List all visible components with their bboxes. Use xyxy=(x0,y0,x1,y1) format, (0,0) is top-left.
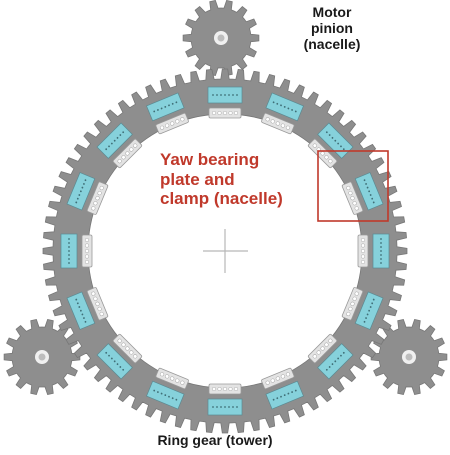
yaw-bearing-label: Yaw bearing plate and clamp (nacelle) xyxy=(160,150,335,209)
motor-pinion-label-line-3: (nacelle) xyxy=(303,36,361,53)
motor-pinion-label-line-2: pinion xyxy=(311,20,353,37)
yaw-bearing-clamp xyxy=(357,233,390,269)
yaw-bearing-label-line-2: plate and xyxy=(160,169,235,189)
yaw-bearing-label-line-1: Yaw bearing xyxy=(160,150,260,169)
pinion-bore xyxy=(405,353,413,361)
highlighted-yaw-bearing-clamp xyxy=(307,122,354,169)
yaw-bearing-clamp xyxy=(341,172,384,215)
yaw-bearing-clamp xyxy=(307,333,354,380)
yaw-bearing-clamp xyxy=(261,367,304,410)
motor-pinion-label: Motor pinion (nacelle) xyxy=(277,4,387,52)
pinion-bore xyxy=(217,34,225,42)
motor-pinion-gear xyxy=(182,0,260,77)
yaw-bearing-clamp xyxy=(96,333,143,380)
motor-pinion-gear xyxy=(370,318,448,396)
yaw-bearing-highlight-box xyxy=(317,150,389,222)
yaw-bearing-clamp xyxy=(96,122,143,169)
yaw-bearing-clamps xyxy=(60,86,390,416)
yaw-bearing-clamp xyxy=(146,367,189,410)
center-crosshair xyxy=(203,229,248,273)
yaw-bearing-label-line-3: clamp (nacelle) xyxy=(160,189,283,209)
ring-gear-label: Ring gear (tower) xyxy=(157,432,273,448)
motor-pinion-label-line-1: Motor xyxy=(312,4,352,20)
yaw-bearing-clamp xyxy=(146,92,189,135)
yaw-bearing-clamp xyxy=(207,86,243,119)
motor-pinions xyxy=(3,0,448,396)
yaw-bearing-clamp xyxy=(66,172,109,215)
pinion-bore xyxy=(38,353,46,361)
yaw-bearing-clamp xyxy=(66,287,109,330)
yaw-bearing-clamp xyxy=(60,233,93,269)
yaw-bearing-clamp xyxy=(207,383,243,416)
yaw-bearing-clamp xyxy=(341,287,384,330)
motor-pinion-gear xyxy=(3,318,81,396)
yaw-bearing-clamp xyxy=(261,92,304,135)
